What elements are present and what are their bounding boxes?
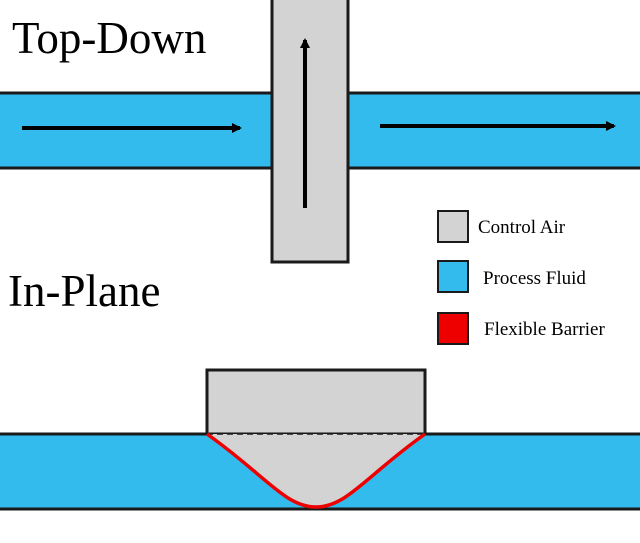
- flexible-barrier: [205, 432, 427, 509]
- in-plane-title: In-Plane: [8, 266, 160, 316]
- legend-label-process-fluid: Process Fluid: [483, 268, 586, 289]
- legend-label-flexible-barrier: Flexible Barrier: [484, 319, 605, 340]
- in-plane-view: In-Plane: [0, 266, 640, 511]
- legend-swatch-flexible-barrier: [437, 312, 469, 345]
- top-down-title: Top-Down: [12, 13, 206, 63]
- legend: Control Air Process Fluid Flexible Barri…: [437, 210, 605, 345]
- legend-label-control-air: Control Air: [478, 217, 566, 238]
- deflected-air-region: [207, 434, 425, 507]
- legend-swatch-control-air: [437, 210, 469, 243]
- control-air-channel-top: [270, 0, 350, 264]
- top-down-view: Top-Down: [0, 0, 640, 264]
- legend-swatch-process-fluid: [437, 260, 469, 293]
- control-air-chamber: [205, 368, 427, 436]
